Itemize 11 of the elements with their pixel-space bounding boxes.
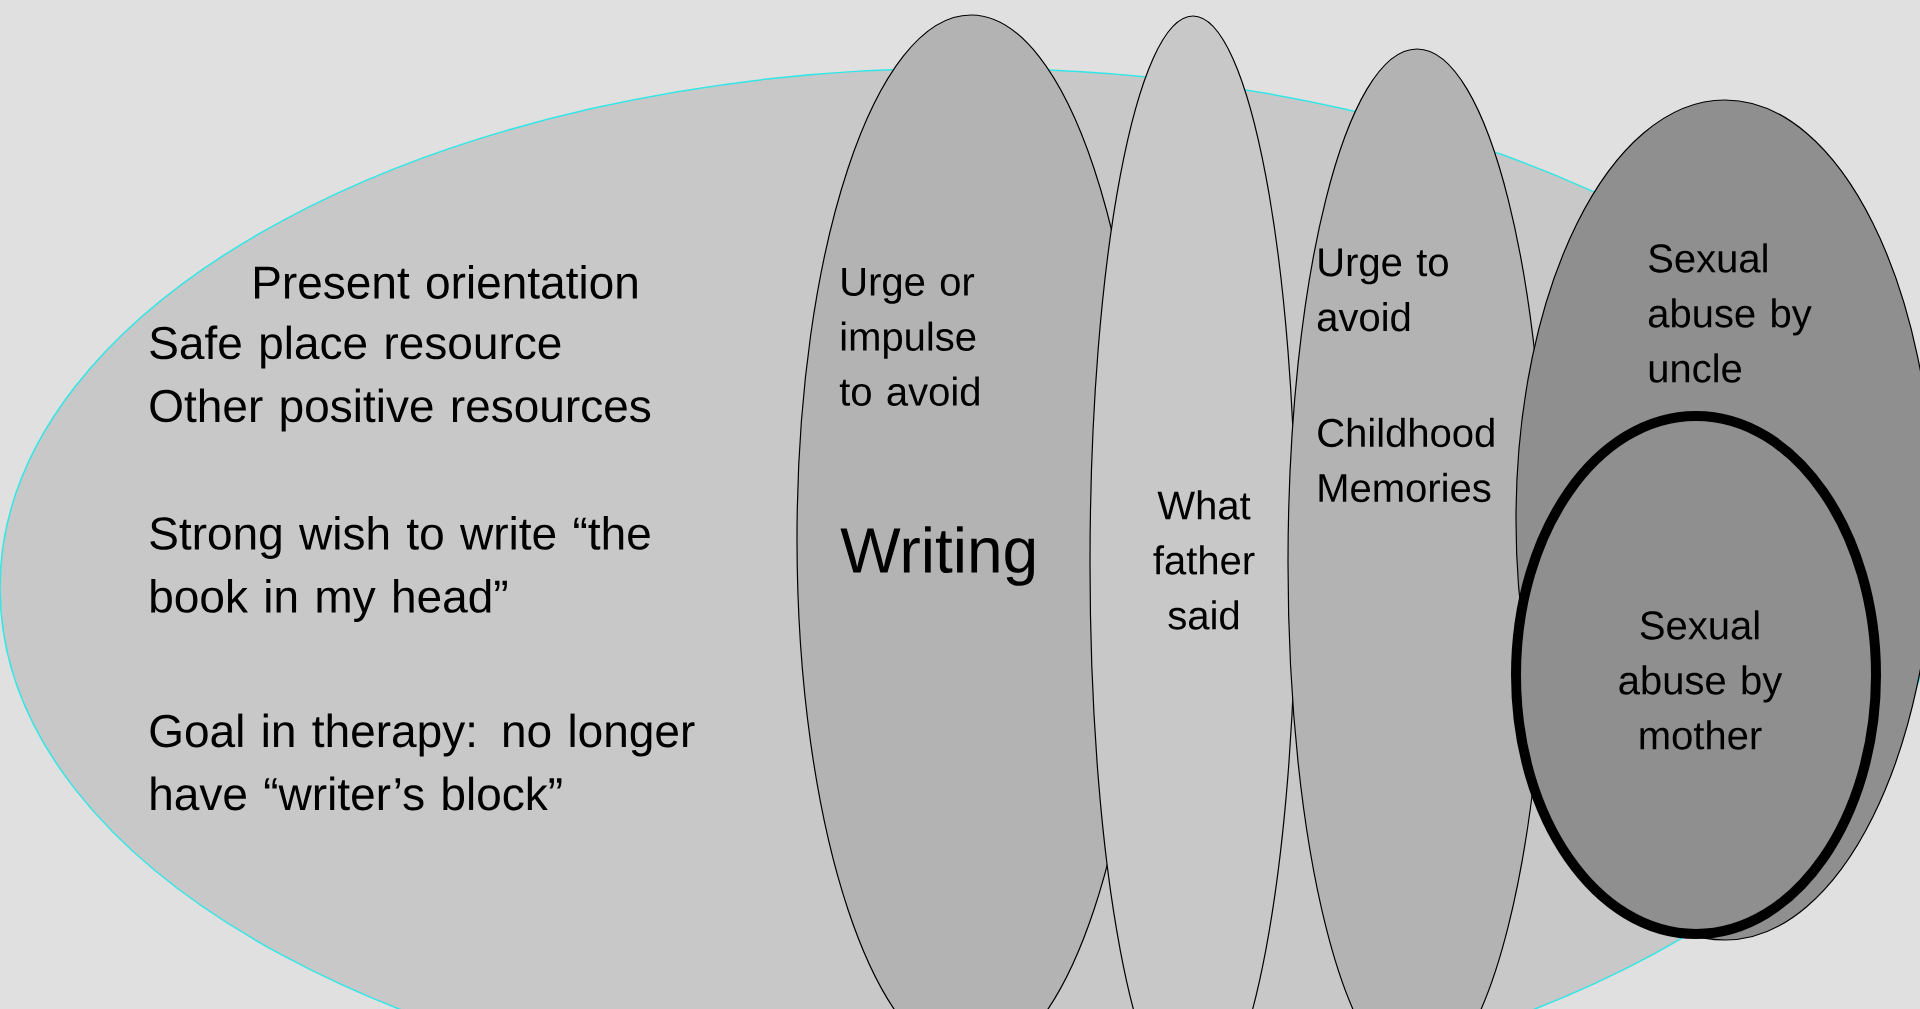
label: Goal in therapy: no longer have “writer’s block” [150, 713, 695, 811]
underlined-label: Urge to avoid [1317, 248, 1448, 332]
heading: Present orientation [255, 265, 637, 299]
label: Sexual abuse by uncle [1648, 243, 1812, 383]
label: Safe place resource [150, 325, 561, 369]
underlined-label: Childhood Memories [1318, 417, 1494, 503]
label: Writing [840, 526, 1035, 586]
underlined-label: Urge or impulse to avoid [839, 268, 979, 406]
label: Strong wish to write “the book in my head” [150, 516, 650, 622]
label: What father said [1153, 490, 1255, 630]
label: Other positive resources [150, 388, 651, 432]
